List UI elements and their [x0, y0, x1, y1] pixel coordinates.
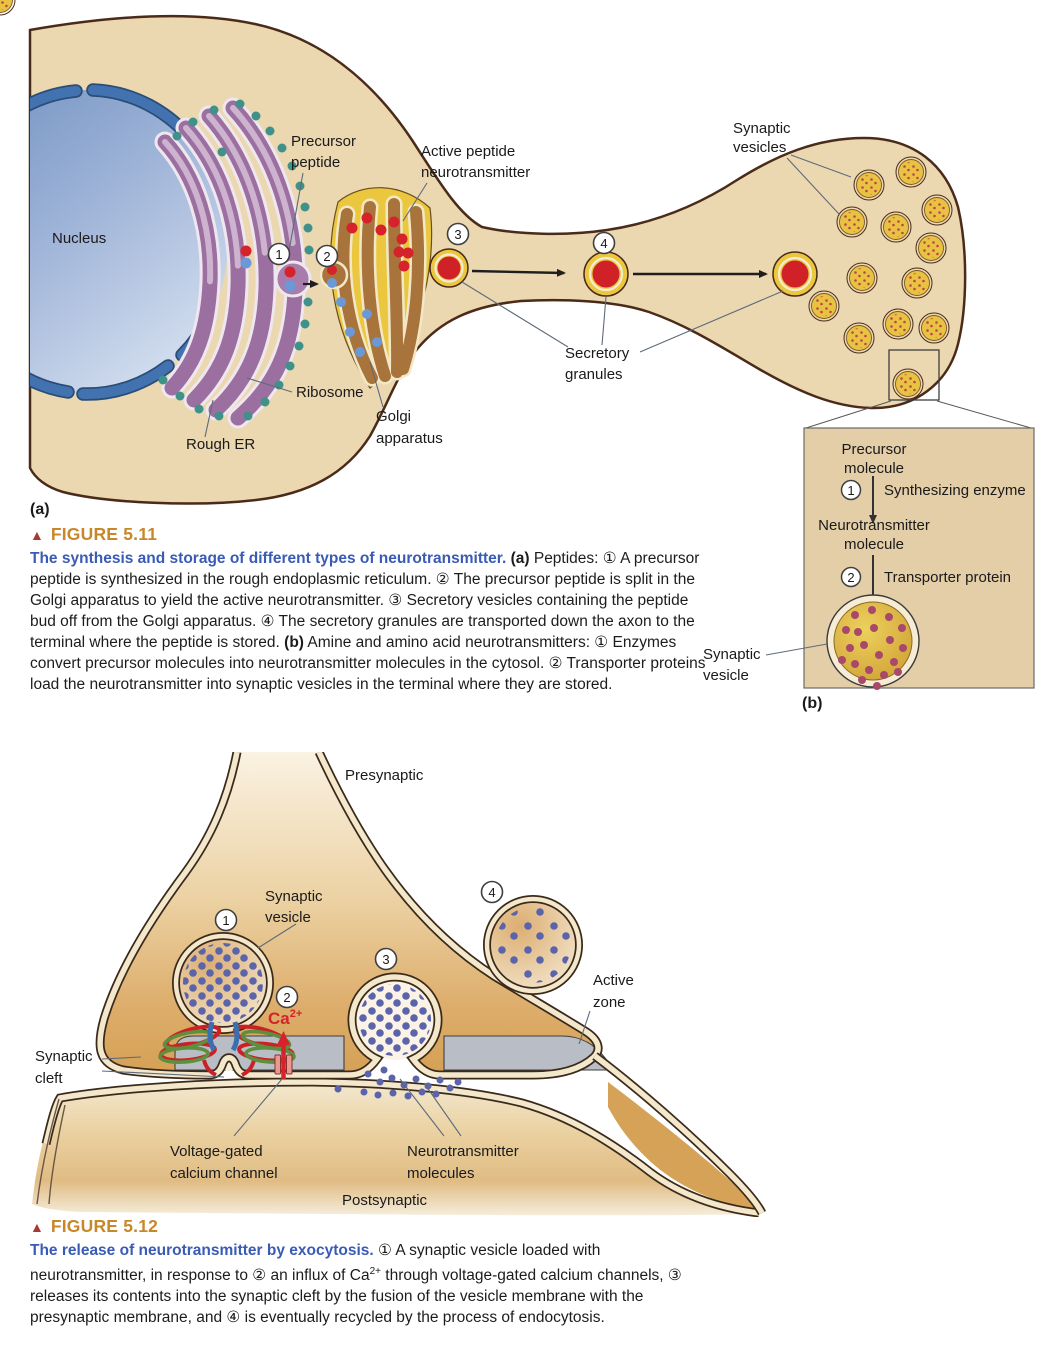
step-3-512: 3	[382, 952, 389, 967]
caption-5-12-body-1: ① A synaptic vesicle loaded with neurotr…	[30, 1242, 601, 1285]
inset-step-1: 1	[847, 483, 854, 498]
transporter-protein-label: Transporter protein	[884, 569, 1011, 586]
secretory-granule-2	[583, 251, 629, 297]
magnifier-connector-lines	[805, 400, 1032, 429]
caption-5-12-body-2: through voltage-gated calcium channels, …	[30, 1267, 682, 1327]
figure-5-11-caption: ▲ FIGURE 5.11 The synthesis and storage …	[30, 524, 706, 695]
caption-5-11-body-a: Peptides: ① A precursor peptide is synth…	[30, 550, 700, 651]
caption-5-11-body-b: Amine and amino acid neurotransmitters: …	[30, 634, 706, 693]
active-peptide-label-2: neurotransmitter	[421, 164, 530, 181]
figure-5-12-diagram: 1 2 3 4 Presynaptic Synaptic vesicle Ca2…	[32, 752, 767, 1217]
figure-5-11-title: FIGURE 5.11	[50, 524, 158, 544]
synaptic-vesicle-label: Synaptic	[265, 888, 323, 905]
synaptic-vesicle-1	[172, 932, 274, 1034]
inset-synaptic-vesicle	[826, 594, 920, 690]
synaptic-cleft-label-2: cleft	[35, 1070, 63, 1087]
neurotransmitter-molecules-label: Neurotransmitter	[407, 1143, 519, 1160]
precursor-peptide-label-2: peptide	[291, 154, 340, 171]
precursor-molecule-label: Precursor	[841, 441, 906, 458]
active-peptide-label: Active peptide	[421, 143, 515, 160]
presynaptic-label: Presynaptic	[345, 767, 424, 784]
caption-5-11-lead: The synthesis and storage of different t…	[30, 550, 511, 567]
figure-5-11-text: The synthesis and storage of different t…	[30, 548, 706, 695]
secretory-granules-label-2: granules	[565, 366, 623, 383]
precursor-molecule-label-2: molecule	[844, 460, 904, 477]
figure-5-12-caption: ▲ FIGURE 5.12 The release of neurotransm…	[30, 1216, 706, 1328]
golgi-label-2: apparatus	[376, 430, 443, 447]
step-markers: 1 2 3 4	[267, 222, 616, 268]
figure-marker-triangle: ▲	[30, 527, 44, 543]
figure-5-12-title: FIGURE 5.12	[50, 1216, 159, 1236]
er-budding-vesicle	[274, 260, 312, 298]
fusing-vesicle-3	[355, 980, 435, 1060]
synaptic-vesicles-label-2: vesicles	[733, 139, 786, 156]
synaptic-vesicle-label-2: vesicle	[265, 909, 311, 926]
released-neurotransmitter-dots	[334, 1066, 462, 1100]
figure-5-12-text: The release of neurotransmitter by exocy…	[30, 1240, 706, 1328]
step-4-512: 4	[488, 885, 495, 900]
postsynaptic-cell	[32, 1082, 761, 1216]
neurotransmitter-molecule-label: Neurotransmitter	[818, 517, 930, 534]
caption-5-12-ca-sup: 2+	[369, 1266, 381, 1277]
leader-lines	[204, 154, 852, 438]
secretory-granule-3	[772, 251, 818, 297]
synthesizing-enzyme-label: Synthesizing enzyme	[884, 482, 1026, 499]
magnified-region-box	[888, 349, 940, 401]
synaptic-vesicles-label: Synaptic	[733, 120, 791, 137]
step-3: 3	[454, 227, 461, 242]
rough-er	[154, 97, 312, 429]
er-peptide-dots	[240, 245, 296, 292]
secretory-granule-1	[429, 248, 469, 288]
active-zone-label: Active	[593, 972, 634, 989]
step-1: 1	[275, 247, 282, 262]
figure-5-11-diagram: 1 2 3 4 Nucleus Precursor peptide Active…	[0, 0, 1035, 712]
inset-synaptic-vesicle-label: Synaptic	[703, 646, 761, 663]
precursor-peptide-label: Precursor	[291, 133, 356, 150]
postsynaptic-left-membrane-lines	[36, 1098, 66, 1205]
inset-synaptic-vesicle-label-2: vesicle	[703, 667, 749, 684]
active-zone	[174, 1035, 614, 1071]
neurotransmitter-molecule-label-2: molecule	[844, 536, 904, 553]
voltage-gated-label-2: calcium channel	[170, 1165, 278, 1182]
calcium-influx-arrow	[277, 1031, 290, 1079]
step-2: 2	[323, 249, 330, 264]
voltage-gated-calcium-channel	[274, 1054, 293, 1075]
golgi-apparatus	[319, 187, 433, 389]
transport-arrow-1	[471, 268, 566, 277]
recycled-vesicle-4	[483, 895, 583, 995]
synaptic-cleft-label: Synaptic	[35, 1048, 93, 1065]
figure-marker-triangle-2: ▲	[30, 1219, 44, 1235]
caption-5-11-a: (a)	[510, 550, 530, 567]
presynaptic-membrane	[95, 752, 767, 1216]
calcium-label: Ca2+	[268, 1008, 302, 1028]
active-zone-label-2: zone	[593, 994, 626, 1011]
postsynaptic-label: Postsynaptic	[342, 1192, 428, 1209]
ribosome-label: Ribosome	[296, 384, 364, 401]
caption-5-11-b: (b)	[284, 634, 304, 651]
figure-5-12-heading: ▲ FIGURE 5.12	[30, 1216, 706, 1237]
ribosome-dots	[158, 99, 314, 421]
golgi-red-dots	[327, 212, 414, 275]
step-4: 4	[600, 236, 607, 251]
nucleus-label: Nucleus	[52, 230, 106, 247]
panel-b-label: (b)	[802, 695, 822, 712]
figure-5-11-heading: ▲ FIGURE 5.11	[30, 524, 706, 545]
caption-5-12-lead: The release of neurotransmitter by exocy…	[30, 1242, 379, 1259]
step-1-512: 1	[222, 913, 229, 928]
inset-step-2: 2	[847, 570, 854, 585]
adjacent-cell-wedge	[608, 1082, 761, 1212]
golgi-blue-dots	[327, 278, 382, 357]
leader-lines-512	[101, 923, 591, 1137]
neurotransmitter-molecules-label-2: molecules	[407, 1165, 475, 1182]
secretory-granules-label: Secretory	[565, 345, 630, 362]
inset-panel-b: Precursor molecule 1 Synthesizing enzyme…	[703, 427, 1035, 712]
voltage-gated-label: Voltage-gated	[170, 1143, 263, 1160]
rough-er-label: Rough ER	[186, 436, 255, 453]
golgi-label: Golgi	[376, 408, 411, 425]
inset-leader	[765, 643, 828, 656]
panel-a-label: (a)	[30, 501, 50, 518]
step-2-512: 2	[283, 990, 290, 1005]
step-markers-512: 1 2 3 4	[214, 880, 504, 1009]
